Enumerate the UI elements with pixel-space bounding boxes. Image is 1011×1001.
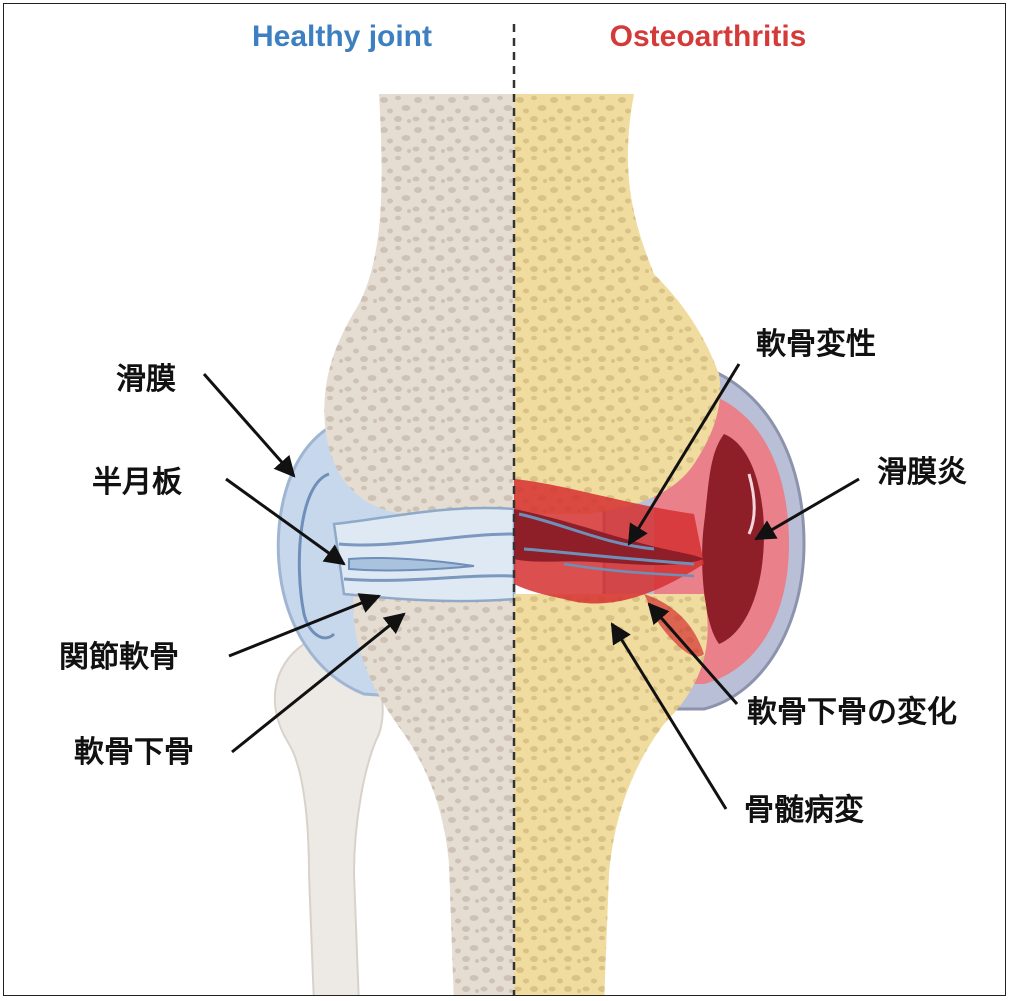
label-cartilage-degeneration: 軟骨変性 (756, 327, 876, 362)
label-meniscus: 半月板 (92, 465, 182, 500)
label-bone-marrow-lesion: 骨髄病変 (744, 793, 864, 828)
label-subchondral-bone: 軟骨下骨 (74, 735, 194, 770)
label-subchondral-bone-change: 軟骨下骨の変化 (747, 695, 957, 730)
healthy-side (275, 94, 514, 996)
healthy-joint-heading: Healthy joint (252, 20, 432, 53)
label-articular-cartilage: 関節軟骨 (59, 640, 179, 675)
fibula-shape (275, 644, 383, 996)
oa-side (514, 94, 804, 996)
label-synovitis: 滑膜炎 (877, 455, 967, 490)
osteoarthritis-heading: Osteoarthritis (610, 20, 807, 53)
arrow-synovium (204, 374, 294, 476)
diagram-frame: Healthy joint Osteoarthritis 滑膜 半月板 関節軟骨… (3, 3, 1006, 996)
label-synovium: 滑膜 (116, 362, 176, 397)
healthy-joint-space (334, 508, 514, 601)
joint-diagram: Healthy joint Osteoarthritis 滑膜 半月板 関節軟骨… (4, 4, 1006, 996)
